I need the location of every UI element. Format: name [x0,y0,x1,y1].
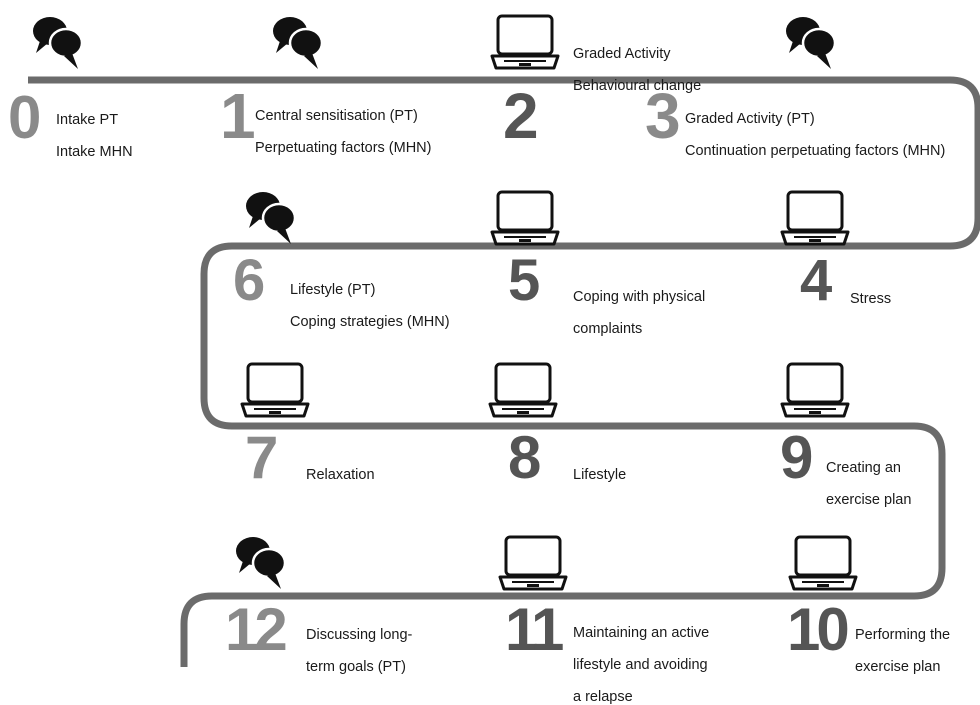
session-label-8: Lifestyle [573,451,626,483]
session-6-line-1: Lifestyle (PT) [290,282,376,298]
session-11-line-2: lifestyle and avoiding [573,657,708,673]
session-11-line-1: Maintaining an active [573,625,710,641]
session-number-1: 1 [220,80,256,152]
session-5-line-1: Coping with physical [573,289,706,305]
caption-line-1: Graded Activity [573,46,671,62]
session-label-9: Creating an exercise plan [826,444,911,508]
session-9-line-2: exercise plan [826,492,912,508]
session-12-line-1: Discussing long- [306,627,413,643]
speech-bubbles-icon [246,192,297,244]
speech-bubbles-icon [273,17,324,69]
session-number-12: 12 [225,596,288,663]
caption-line-2: Behavioural change [573,78,702,94]
speech-bubbles-icon [33,17,84,69]
session-6-line-2: Coping strategies (MHN) [290,314,450,330]
session-number-4: 4 [800,248,832,313]
speech-bubbles-icon [786,17,837,69]
session-11-line-3: a relapse [573,689,633,705]
laptop-icon [498,535,568,591]
session-label-3: Graded Activity (PT) Continuation perpet… [685,95,945,159]
session-number-10: 10 [787,596,850,663]
laptop-icon [490,190,560,246]
session-1-line-1: Central sensitisation (PT) [255,108,418,124]
session-number-5: 5 [508,248,540,313]
session-12-line-2: term goals (PT) [306,659,406,675]
session-number-2: 2 [503,80,539,152]
session-10-line-1: Performing the [855,627,951,643]
session-number-6: 6 [233,248,265,313]
session-3-line-1: Graded Activity (PT) [685,111,815,127]
session-3-line-2: Continuation perpetuating factors (MHN) [685,143,946,159]
session-label-11: Maintaining an active lifestyle and avoi… [573,609,709,705]
winding-path [28,76,980,667]
treatment-path-diagram: Graded Activity Behavioural change [8,14,980,705]
session-0-line-2: Intake MHN [56,144,133,160]
session-label-10: Performing the exercise plan [855,611,950,675]
session-number-3: 3 [645,80,681,152]
session-4-line-1: Stress [850,291,892,307]
laptop-icon [488,362,558,418]
session-label-6: Lifestyle (PT) Coping strategies (MHN) [290,266,450,330]
session-0-line-1: Intake PT [56,112,119,128]
laptop-icon [490,14,560,70]
laptop-icon [780,362,850,418]
session-number-8: 8 [508,424,541,491]
session-number-9: 9 [780,424,813,491]
session-7-line-1: Relaxation [306,467,375,483]
session-label-4: Stress [850,275,891,307]
session-label-1: Central sensitisation (PT) Perpetuating … [255,92,431,156]
laptop-icon [240,362,310,418]
session-label-7: Relaxation [306,451,375,483]
session-9-line-1: Creating an [826,460,901,476]
session-8-line-1: Lifestyle [573,467,627,483]
laptop-icon [780,190,850,246]
session-1-line-2: Perpetuating factors (MHN) [255,140,432,156]
session-number-0: 0 [8,84,41,151]
session-label-12: Discussing long- term goals (PT) [306,611,412,675]
graded-activity-caption: Graded Activity Behavioural change [573,30,701,94]
session-number-7: 7 [245,424,278,491]
session-5-line-2: complaints [573,321,643,337]
session-label-5: Coping with physical complaints [573,273,705,337]
laptop-icon [788,535,858,591]
speech-bubbles-icon [236,537,287,589]
session-10-line-2: exercise plan [855,659,941,675]
session-label-0: Intake PT Intake MHN [56,96,133,160]
session-number-11: 11 [505,596,564,663]
